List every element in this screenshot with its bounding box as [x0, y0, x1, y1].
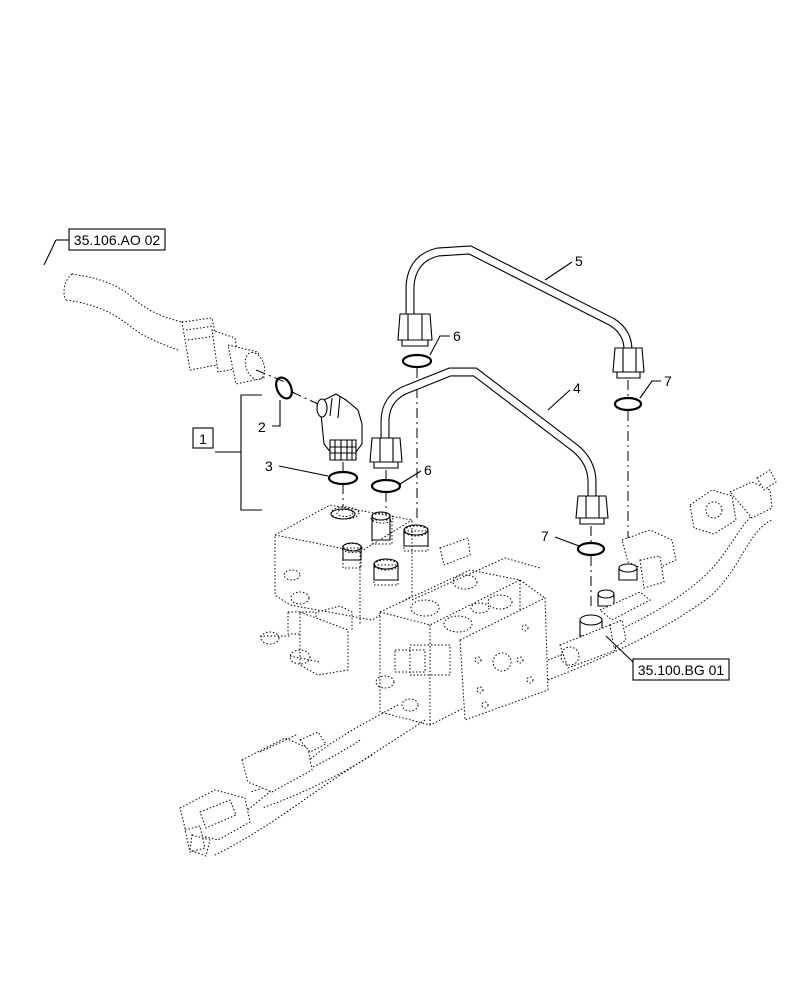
- callout-3-label: 3: [265, 458, 273, 474]
- oring-item-7-upper: [613, 396, 643, 412]
- callout-7a-leader: [639, 380, 661, 399]
- hose-reference-box[interactable]: 35.106.AO 02: [68, 228, 166, 251]
- item-1-bracket: [215, 394, 262, 511]
- callout-1-label: 1: [199, 431, 207, 447]
- callout-1-box[interactable]: 1: [192, 427, 214, 449]
- callout-5-leader: [544, 261, 573, 281]
- pipe-frame-right: [547, 469, 777, 681]
- callout-7b-leader: [554, 536, 580, 547]
- callout-6b-leader: [399, 470, 422, 485]
- axis-hose-to-oring2: [255, 369, 286, 383]
- tube-item-4: [369, 367, 609, 525]
- callout-4-leader: [547, 389, 571, 411]
- oring-item-2: [275, 376, 293, 400]
- elbow-fitting: [316, 393, 363, 461]
- control-valve-block: [260, 504, 549, 726]
- callout-3-leader: [278, 465, 329, 477]
- pipe-frame-left: [179, 704, 426, 857]
- frame-ref-leader: [605, 635, 634, 663]
- callout-5-label: 5: [575, 253, 583, 269]
- frame-reference-label: 35.100.BG 01: [638, 662, 725, 678]
- callout-7b-label: 7: [541, 528, 549, 544]
- hose-assembly: [63, 273, 266, 385]
- callout-2-label: 2: [258, 419, 266, 435]
- hose-ref-leader-b: [43, 239, 57, 266]
- frame-reference-box[interactable]: 35.100.BG 01: [632, 658, 730, 681]
- callout-4-label: 4: [573, 380, 581, 396]
- callout-6b-label: 6: [424, 462, 432, 478]
- oring-item-6-upper: [401, 353, 433, 369]
- valve-ports: [330, 508, 638, 637]
- oring-item-6-lower: [370, 478, 402, 494]
- callout-6a-leader: [429, 335, 450, 356]
- callout-2-leader: [272, 400, 281, 427]
- axis-oring2-to-elbow: [291, 391, 319, 405]
- oring-item-7-lower: [576, 541, 606, 557]
- hose-reference-label: 35.106.AO 02: [74, 232, 161, 248]
- oring-item-3: [327, 470, 359, 486]
- callout-7a-label: 7: [664, 373, 672, 389]
- callout-6a-label: 6: [453, 328, 461, 344]
- tube-item-5: [397, 245, 645, 379]
